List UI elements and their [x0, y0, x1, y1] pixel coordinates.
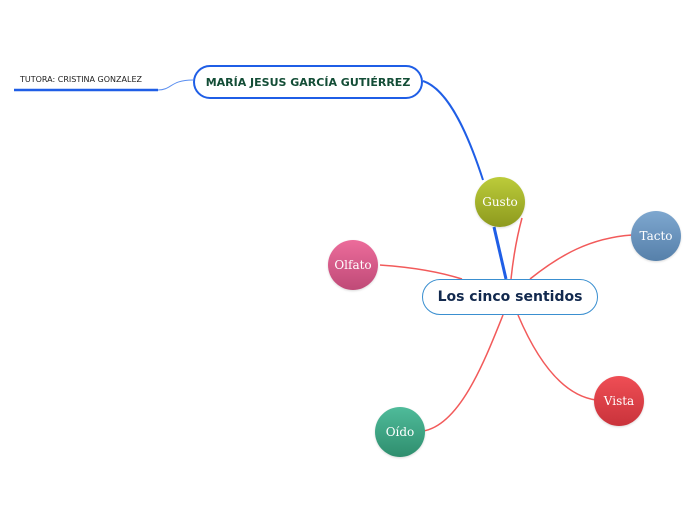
gusto-link	[510, 217, 523, 280]
sense-olfato-label: Olfato	[334, 258, 372, 272]
sense-oido[interactable]: Oído	[375, 407, 425, 457]
tacto-link	[529, 234, 633, 280]
tutor-topic[interactable]: TUTORA: CRISTINA GONZALEZ	[20, 75, 142, 84]
vista-link	[517, 314, 597, 401]
author-topic[interactable]: MARÍA JESUS GARCÍA GUTIÉRREZ	[193, 65, 423, 99]
sense-tacto-label: Tacto	[639, 229, 673, 243]
sense-vista[interactable]: Vista	[594, 376, 644, 426]
olfato-link	[379, 264, 463, 280]
sense-tacto[interactable]: Tacto	[631, 211, 681, 261]
oido-link	[422, 314, 504, 432]
author-to-central-link	[422, 80, 484, 181]
sense-gusto-label: Gusto	[482, 195, 518, 209]
sense-vista-label: Vista	[603, 394, 635, 408]
sense-oido-label: Oído	[385, 425, 415, 439]
author-to-central-link-lower	[492, 226, 508, 280]
central-topic[interactable]: Los cinco sentidos	[422, 279, 598, 315]
sense-gusto[interactable]: Gusto	[475, 177, 525, 227]
sense-olfato[interactable]: Olfato	[328, 240, 378, 290]
tutor-to-author-link	[157, 79, 194, 91]
